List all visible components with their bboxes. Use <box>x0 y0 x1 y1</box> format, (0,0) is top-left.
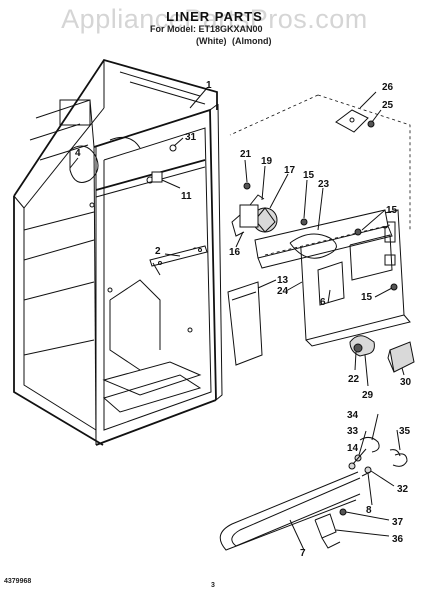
callout-37: 37 <box>392 517 404 528</box>
callout-6: 6 <box>320 297 326 308</box>
callout-24: 24 <box>277 286 289 297</box>
callout-22: 22 <box>348 374 360 385</box>
callout-14: 14 <box>347 443 359 454</box>
callout-15-c: 15 <box>361 292 373 303</box>
callout-33: 33 <box>347 426 359 437</box>
callout-19: 19 <box>261 156 273 167</box>
liner-cabinet <box>13 58 223 446</box>
callout-30: 30 <box>400 377 412 388</box>
control-housing-assembly <box>227 94 415 373</box>
callout-34: 34 <box>347 410 359 421</box>
callout-2: 2 <box>155 246 161 257</box>
page-title: LINER PARTS <box>166 9 263 24</box>
callout-1: 1 <box>206 80 212 91</box>
callout-13: 13 <box>277 275 289 286</box>
page-number: 3 <box>211 582 215 589</box>
callout-17: 17 <box>284 165 296 176</box>
callout-4: 4 <box>75 148 81 159</box>
callout-labels: 1 2 4 6 7 8 11 13 14 15 15 15 16 17 19 2… <box>75 80 412 559</box>
callout-15-b: 15 <box>386 205 398 216</box>
callout-26: 26 <box>382 82 394 93</box>
drain-heater-assembly <box>219 436 408 551</box>
document-part-number: 4379968 <box>4 578 32 585</box>
callout-16: 16 <box>229 247 241 258</box>
callout-29: 29 <box>362 390 374 401</box>
callout-8: 8 <box>366 505 372 516</box>
callout-11: 11 <box>181 191 192 202</box>
color-almond-label: (Almond) <box>232 36 272 46</box>
callout-7: 7 <box>300 548 306 559</box>
watermark: AppliancePartsPros.com <box>61 4 368 34</box>
callout-15-a: 15 <box>303 170 315 181</box>
callout-36: 36 <box>392 534 404 545</box>
model-subtitle: For Model: ET18GKXAN00 <box>150 24 263 34</box>
callout-31: 31 <box>185 132 197 143</box>
leader-lines <box>69 87 405 551</box>
callout-32: 32 <box>397 484 409 495</box>
callout-25: 25 <box>382 100 394 111</box>
callout-21: 21 <box>240 149 252 160</box>
color-white-label: (White) <box>196 36 227 46</box>
callout-23: 23 <box>318 179 330 190</box>
callout-35: 35 <box>399 426 411 437</box>
